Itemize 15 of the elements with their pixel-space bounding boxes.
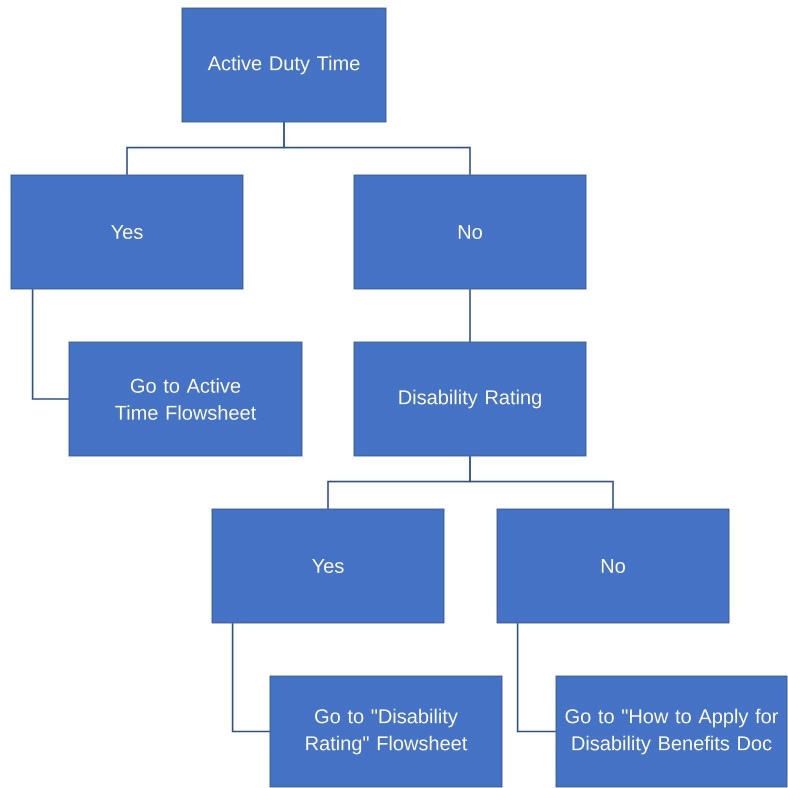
process-box: Go to "Disability Rating" Flowsheet bbox=[270, 676, 502, 788]
process-box: Active Duty Time bbox=[182, 8, 386, 122]
process-box: Go to Active Time Flowsheet bbox=[68, 342, 302, 456]
connector-line bbox=[469, 456, 614, 509]
process-box: Yes bbox=[10, 174, 244, 290]
connector-line bbox=[469, 289, 471, 342]
connector-line bbox=[232, 623, 270, 732]
process-box: No bbox=[496, 508, 730, 624]
process-box: No bbox=[354, 174, 586, 290]
connector-line bbox=[516, 623, 556, 732]
connector-line bbox=[32, 289, 69, 400]
process-box: Yes bbox=[212, 508, 444, 624]
process-box: Disability Rating bbox=[354, 342, 586, 456]
process-box: Go to "How to Apply for Disability Benefits Doc bbox=[556, 676, 788, 788]
connector-line bbox=[283, 122, 471, 175]
